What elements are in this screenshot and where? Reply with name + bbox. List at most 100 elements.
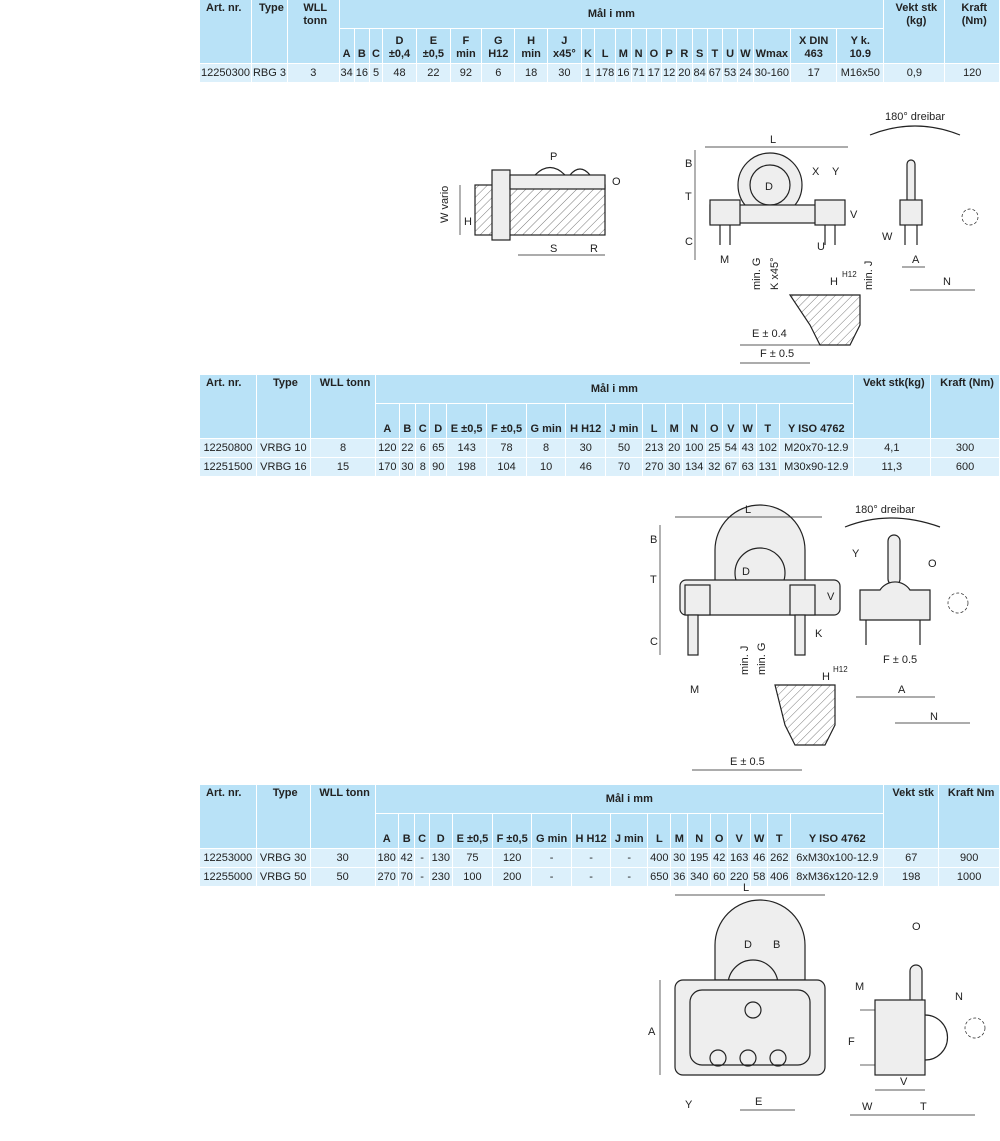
table-cell: 120 [944,63,1000,82]
table-cell: 170 [375,457,400,476]
mounting-detail: min. G K x45° H H12 min. J E ± 0.4 F ± 0… [740,257,875,364]
table-cell: M20x70-12.9 [779,438,854,458]
table-cell: 70 [398,867,416,886]
dimension-label: A [898,684,906,696]
header-type: Type [251,0,288,64]
header-type: Type [256,375,311,439]
dimension-label: O [612,176,621,188]
column-header: P [661,28,678,64]
dimension-label: V [850,209,858,221]
column-header: O [705,403,724,439]
column-header: O [710,813,729,849]
table-cell: 120 [375,438,400,458]
dimension-label: 180° dreibar [885,111,945,123]
technical-drawing-vrbg-30-50: L D B A Y E O M N F V W T [648,882,986,1116]
column-header: M [670,813,689,849]
dimension-label: H [464,216,472,228]
column-header: H H12 [571,813,612,849]
table-cell: 22 [416,63,451,82]
dimension-label: H [822,671,830,683]
table-cell: 6 [481,63,516,82]
table-cell: 6 [415,438,431,458]
table-cell: 67 [883,848,940,868]
column-header: F ±0,5 [486,403,527,439]
dimension-label: L [745,504,751,516]
header-kraft: Kraft (Nm) [930,375,1000,439]
table-cell: 70 [605,457,643,476]
table-cell: 120 [492,848,533,868]
column-header: G min [531,813,572,849]
table-cell: 84 [692,63,708,82]
table-cell: 178 [594,63,617,82]
header-kraft: Kraft Nm [938,785,1000,849]
column-header: H min [514,28,548,64]
header-vekt: Vekt stk (kg) [883,0,946,64]
table-cell: 12253000 [200,848,257,868]
column-header: G H12 [481,28,516,64]
table-cell: 71 [631,63,647,82]
header-vekt: Vekt stk(kg) [853,375,932,439]
column-header: J min [610,813,649,849]
table-cell: 30 [399,457,417,476]
table-cell: - [571,848,612,868]
technical-drawing-vrbg-10-16: L D B T C V K M min. J min. G H H12 E ± … [650,504,970,771]
table-cell: - [610,867,649,886]
table-cell: 6xM30x100-12.9 [790,848,885,868]
header-wll: WLL tonn [310,785,376,849]
table-cell: VRBG 50 [256,867,311,886]
dimension-label: B [650,534,657,546]
dimension-label: A [648,1026,656,1038]
table-cell: 46 [750,848,769,868]
dimension-label: M [690,684,699,696]
table-cell: 131 [756,457,780,476]
table-cell: VRBG 10 [256,438,311,458]
table-cell: 90 [429,457,448,476]
front-view: L D X Y V U M B T C [685,134,858,266]
table-cell: 42 [398,848,416,868]
table-cell: 200 [492,867,533,886]
dimension-label: H12 [833,665,848,674]
column-header: B [398,813,416,849]
column-header: C [414,813,430,849]
table-cell: - [414,867,430,886]
table-cell: 5 [369,63,383,82]
column-header: Y k. 10.9 [836,28,885,64]
dimension-label: Y [832,166,840,178]
dimension-label: T [650,574,657,586]
table-cell: 1 [581,63,595,82]
column-header: R [676,28,693,64]
header-type: Type [256,785,311,849]
table-cell: 12 [661,63,678,82]
column-header: S [692,28,708,64]
table-cell: 104 [486,457,527,476]
table-cell: 143 [446,438,488,458]
table-cell: 43 [739,438,757,458]
dimension-label: W vario [439,186,451,223]
table-cell: 340 [687,867,712,886]
table-cell: 20 [665,438,684,458]
table-cell: VRBG 30 [256,848,311,868]
column-header: A [375,403,400,439]
column-header: D [429,403,448,439]
column-header: B [399,403,417,439]
table-cell: 198 [883,867,940,886]
column-header: H H12 [565,403,607,439]
table-cell: - [571,867,612,886]
dimension-label: F [848,1036,855,1048]
side-view-rotatable: 180° dreibar Y O F ± 0.5 A N [844,504,970,724]
table-cell: 130 [429,848,453,868]
table-cell: 900 [938,848,1000,868]
header-wll: WLL tonn [287,0,340,64]
table-cell: 8 [310,438,377,458]
table-cell: 102 [756,438,780,458]
dimension-label: A [912,254,920,266]
table-cell: 54 [722,438,740,458]
table-cell: 600 [930,457,1000,476]
column-header: L [647,813,672,849]
table-cell: 67 [722,457,740,476]
column-header: J min [605,403,643,439]
dimension-label: D [744,939,752,951]
